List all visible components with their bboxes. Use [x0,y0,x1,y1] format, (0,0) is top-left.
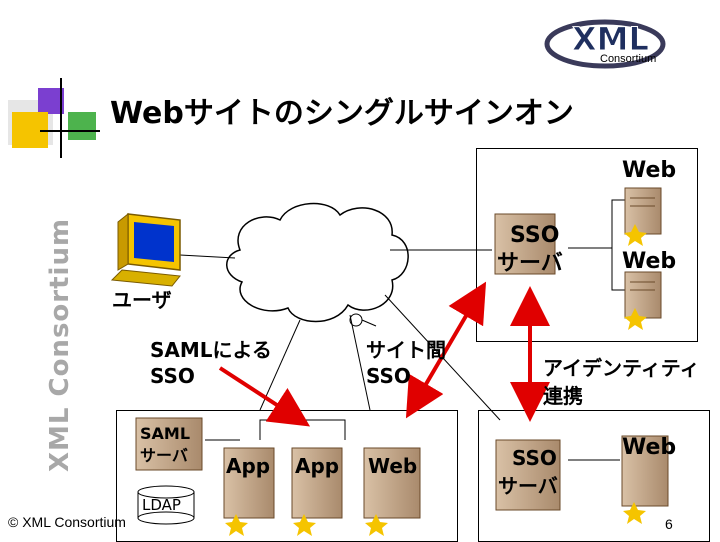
line-app-bracket [259,419,346,440]
deco-square-green [68,112,96,140]
deco-square-purple [38,88,64,114]
label-app2: App [295,454,340,478]
label-app1: App [226,454,271,478]
key-icon [349,313,377,327]
label-web-bottom-right: Web [622,435,677,460]
footer-copyright: © XML Consortium [8,514,126,530]
label-ldap: LDAP [142,496,181,514]
label-sso-server-bottom-1: SSO [512,446,557,470]
line-web2-bracket [611,248,625,291]
label-intersite-1: サイト間 [366,338,446,362]
server-icon-web-top1 [624,187,662,246]
label-web-bottom-left: Web [368,454,418,478]
line-user-cloud [179,254,236,259]
label-saml-server-2: サーバ [140,446,188,465]
arrow-saml-sso [218,366,311,427]
deco-line-horizontal [40,130,100,132]
server-icon-web-top2 [624,271,662,330]
label-saml-sso-2: SSO [150,364,195,388]
user-pc-icon [110,212,181,287]
label-identity-2: 連携 [543,384,583,408]
label-sso-server-top-1: SSO [510,223,560,248]
line-web1-bracket [611,199,625,248]
label-saml-server-1: SAML [140,424,191,443]
server-icon-web-bottom-right [621,435,669,524]
label-web-top1: Web [622,158,677,183]
server-icon-saml [135,417,203,471]
label-identity-1: アイデンティティ [543,356,700,380]
server-icon-web-bottom-left [363,447,421,536]
deco-line-vertical [60,78,62,158]
internet-cloud [226,202,409,323]
page-number: 6 [665,516,673,532]
label-user: ユーザ [112,288,172,312]
server-icon-app1 [223,447,275,536]
label-saml-sso-1: SAMLによる [150,338,272,362]
label-sso-server-bottom-2: サーバ [498,474,558,498]
line-cloud-mid [349,314,371,411]
label-intersite-2: SSO [366,364,411,388]
ldap-database-icon [137,485,195,525]
server-icon-sso-bottom [495,439,561,511]
slide-title: Webサイトのシングルサインオン [110,96,574,131]
arrow-intersite-sso [405,281,487,419]
server-icon-app2 [291,447,343,536]
label-sso-server-top-2: サーバ [497,251,563,276]
label-web-top2: Web [622,249,677,274]
server-icon-sso-top [494,213,556,275]
